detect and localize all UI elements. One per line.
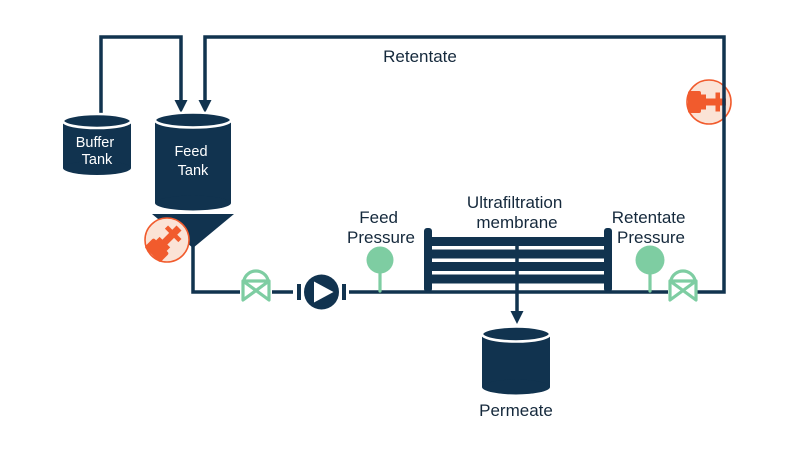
valve-bowtie [241, 279, 271, 302]
feed-tank-label-line1: Feed [174, 144, 207, 160]
membrane-label-line1: Ultrafiltration [467, 193, 562, 212]
arrowhead-permeate [510, 311, 524, 324]
arrowhead-retentate-to-feed [198, 100, 212, 113]
feed-homogenizer-valve-icon [144, 217, 190, 263]
pipe-feedtank-to-valve [191, 244, 240, 294]
retentate-pressure-label: Retentate Pressure [612, 208, 690, 247]
pump-right-tick [342, 284, 346, 300]
homogenizer-icon-glyph [145, 225, 182, 262]
feed-diaphragm-valve-icon [241, 269, 271, 302]
retentate-pressure-gauge-icon [635, 245, 665, 293]
feed-pressure-label-line1: Feed [359, 208, 398, 227]
membrane-left-cap [424, 228, 432, 292]
homogenizer-step [154, 236, 171, 253]
permeate-tank-top [480, 325, 552, 343]
buffer-tank-label-line2: Tank [82, 152, 113, 168]
feed-tank-top [153, 111, 233, 129]
membrane-right-cap [604, 228, 612, 292]
buffer-tank-label-line1: Buffer [76, 135, 115, 151]
feed-tank-body [155, 120, 231, 203]
feed-pressure-gauge-icon [366, 246, 394, 293]
buffer-tank-bottom [63, 161, 131, 175]
retentate-line-label: Retentate [383, 47, 457, 66]
valve-dome [242, 269, 270, 282]
membrane-fiber [432, 274, 604, 284]
permeate-tank-bottom [482, 379, 550, 395]
membrane-fiber [432, 237, 604, 246]
permeate-tank-body [482, 334, 550, 387]
buffer-tank-label: Buffer Tank [76, 135, 118, 168]
pump-impeller-triangle [314, 281, 334, 303]
membrane-label-line2: membrane [476, 213, 557, 232]
retentate-diaphragm-valve-icon [668, 269, 698, 302]
retentate-pressure-label-line2: Pressure [617, 228, 685, 247]
membrane-fiber [432, 262, 604, 271]
homogenizer-stem [161, 225, 182, 246]
arrowhead-buffer-to-feed [174, 100, 188, 113]
membrane-fiber [432, 249, 604, 259]
valve-bowtie [668, 279, 698, 302]
homogenizer-step [699, 94, 706, 110]
feed-tank-bottom [155, 195, 231, 211]
permeate-tank-label: Permeate [479, 401, 553, 420]
ultrafiltration-membrane [424, 228, 612, 292]
feed-tank-label-line2: Tank [178, 163, 209, 179]
gauge-bulb [366, 246, 394, 274]
valve-dome [669, 269, 697, 282]
homogenizer-body [688, 91, 701, 113]
pipe-buffer-to-feed [99, 35, 183, 123]
retentate-pressure-label-line1: Retentate [612, 208, 686, 227]
pipe-retentate-return [203, 35, 726, 294]
feed-pressure-label-line2: Pressure [347, 228, 415, 247]
retentate-homogenizer-valve-icon [686, 79, 732, 125]
feed-tank-label: Feed Tank [174, 144, 211, 179]
buffer-tank: Buffer Tank [61, 112, 133, 175]
pump-icon [297, 274, 346, 310]
buffer-tank-top [61, 112, 133, 130]
feed-pressure-label: Feed Pressure [347, 208, 415, 247]
homogenizer-icon-glyph [688, 91, 726, 113]
homogenizer-cross [715, 92, 720, 112]
diagram-labels: Retentate Feed Pressure Ultrafiltration … [347, 47, 690, 420]
gauge-bulb [635, 245, 665, 275]
homogenizer-cross [164, 225, 182, 243]
homogenizer-body [145, 238, 169, 262]
feed-tank: Feed Tank [152, 111, 234, 248]
permeate-tank [480, 325, 552, 395]
pump-left-tick [297, 284, 301, 300]
ultrafiltration-membrane-label: Ultrafiltration membrane [467, 193, 567, 232]
